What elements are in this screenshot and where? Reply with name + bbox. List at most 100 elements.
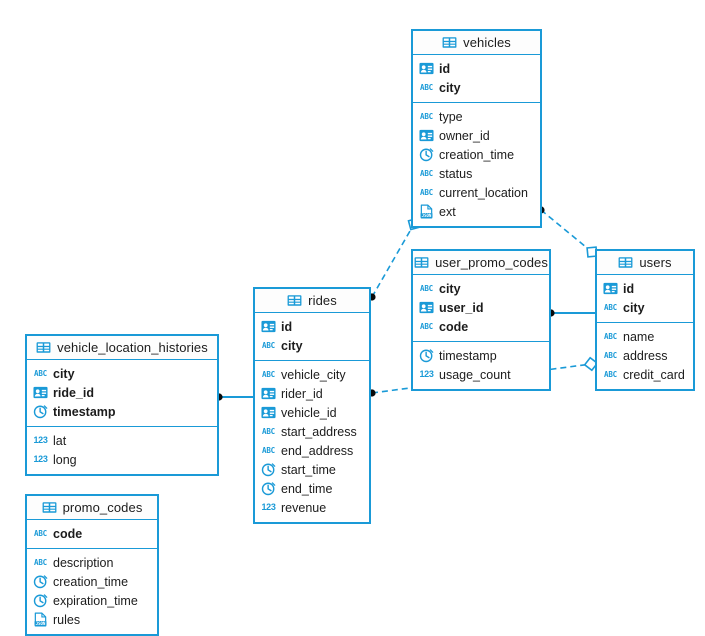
column-name: ext <box>439 204 456 219</box>
column-name: start_time <box>281 462 336 477</box>
primary-key-column[interactable]: id <box>413 59 540 78</box>
relationship-upc-to-users[interactable] <box>547 309 595 317</box>
table-column[interactable]: expiration_time <box>27 591 157 610</box>
abc-icon: ABC <box>34 529 47 538</box>
table-name: users <box>639 255 672 270</box>
table-column[interactable]: owner_id <box>413 126 540 145</box>
column-name: current_location <box>439 185 528 200</box>
table-column[interactable]: 123 lat <box>27 431 217 450</box>
column-name: end_address <box>281 443 354 458</box>
primary-key-column[interactable]: id <box>255 317 369 336</box>
id-card-icon <box>419 61 434 76</box>
table-column[interactable]: creation_time <box>413 145 540 164</box>
abc-icon: ABC <box>420 322 433 331</box>
svg-text:JSON: JSON <box>422 213 432 218</box>
table-header[interactable]: vehicles <box>413 31 540 55</box>
column-name: lat <box>53 433 67 448</box>
table-column[interactable]: creation_time <box>27 572 157 591</box>
table-column[interactable]: JSON rules <box>27 610 157 629</box>
column-name: id <box>439 61 451 76</box>
column-name: id <box>281 319 293 334</box>
id-card-icon <box>419 300 434 315</box>
column-name: usage_count <box>439 367 511 382</box>
relationship-vlh-to-rides[interactable] <box>215 393 253 401</box>
column-name: name <box>623 329 655 344</box>
table-column[interactable]: timestamp <box>413 346 549 365</box>
column-name: timestamp <box>53 404 116 419</box>
table-header[interactable]: vehicle_location_histories <box>27 336 217 360</box>
table-icon <box>287 293 302 308</box>
table-column[interactable]: vehicle_id <box>255 403 369 422</box>
table-column[interactable]: start_time <box>255 460 369 479</box>
table-column[interactable]: rider_id <box>255 384 369 403</box>
table-header[interactable]: user_promo_codes <box>413 251 549 275</box>
column-name: rules <box>53 612 81 627</box>
primary-key-column[interactable]: ride_id <box>27 383 217 402</box>
abc-icon: ABC <box>604 332 617 341</box>
primary-key-column[interactable]: user_id <box>413 298 549 317</box>
primary-key-column[interactable]: ABC city <box>597 298 693 317</box>
column-name: city <box>623 300 645 315</box>
column-name: rider_id <box>281 386 323 401</box>
abc-icon: ABC <box>604 351 617 360</box>
primary-key-column[interactable]: id <box>597 279 693 298</box>
table-header[interactable]: promo_codes <box>27 496 157 520</box>
clock-icon <box>33 593 48 608</box>
table-header[interactable]: rides <box>255 289 369 313</box>
column-name: address <box>623 348 668 363</box>
abc-icon: ABC <box>262 341 275 350</box>
clock-icon <box>33 574 48 589</box>
table-icon <box>442 35 457 50</box>
id-card-icon <box>261 319 276 334</box>
abc-icon: ABC <box>420 169 433 178</box>
column-name: city <box>439 281 461 296</box>
table-column[interactable]: ABC current_location <box>413 183 540 202</box>
abc-icon: ABC <box>604 370 617 379</box>
svg-text:JSON: JSON <box>36 621 46 626</box>
table-header[interactable]: users <box>597 251 693 275</box>
table-icon <box>36 340 51 355</box>
table-column[interactable]: JSON ext <box>413 202 540 221</box>
table-name: rides <box>308 293 337 308</box>
table-column[interactable]: end_time <box>255 479 369 498</box>
abc-icon: ABC <box>604 303 617 312</box>
clock-icon <box>261 462 276 477</box>
primary-key-column[interactable]: timestamp <box>27 402 217 421</box>
table-icon <box>42 500 57 515</box>
table-column[interactable]: ABC address <box>597 346 693 365</box>
clock-icon <box>419 147 434 162</box>
column-name: city <box>439 80 461 95</box>
column-name: id <box>623 281 635 296</box>
abc-icon: ABC <box>420 188 433 197</box>
table-column[interactable]: ABC name <box>597 327 693 346</box>
column-name: city <box>281 338 303 353</box>
primary-key-column[interactable]: ABC city <box>255 336 369 355</box>
number-icon: 123 <box>33 435 48 445</box>
